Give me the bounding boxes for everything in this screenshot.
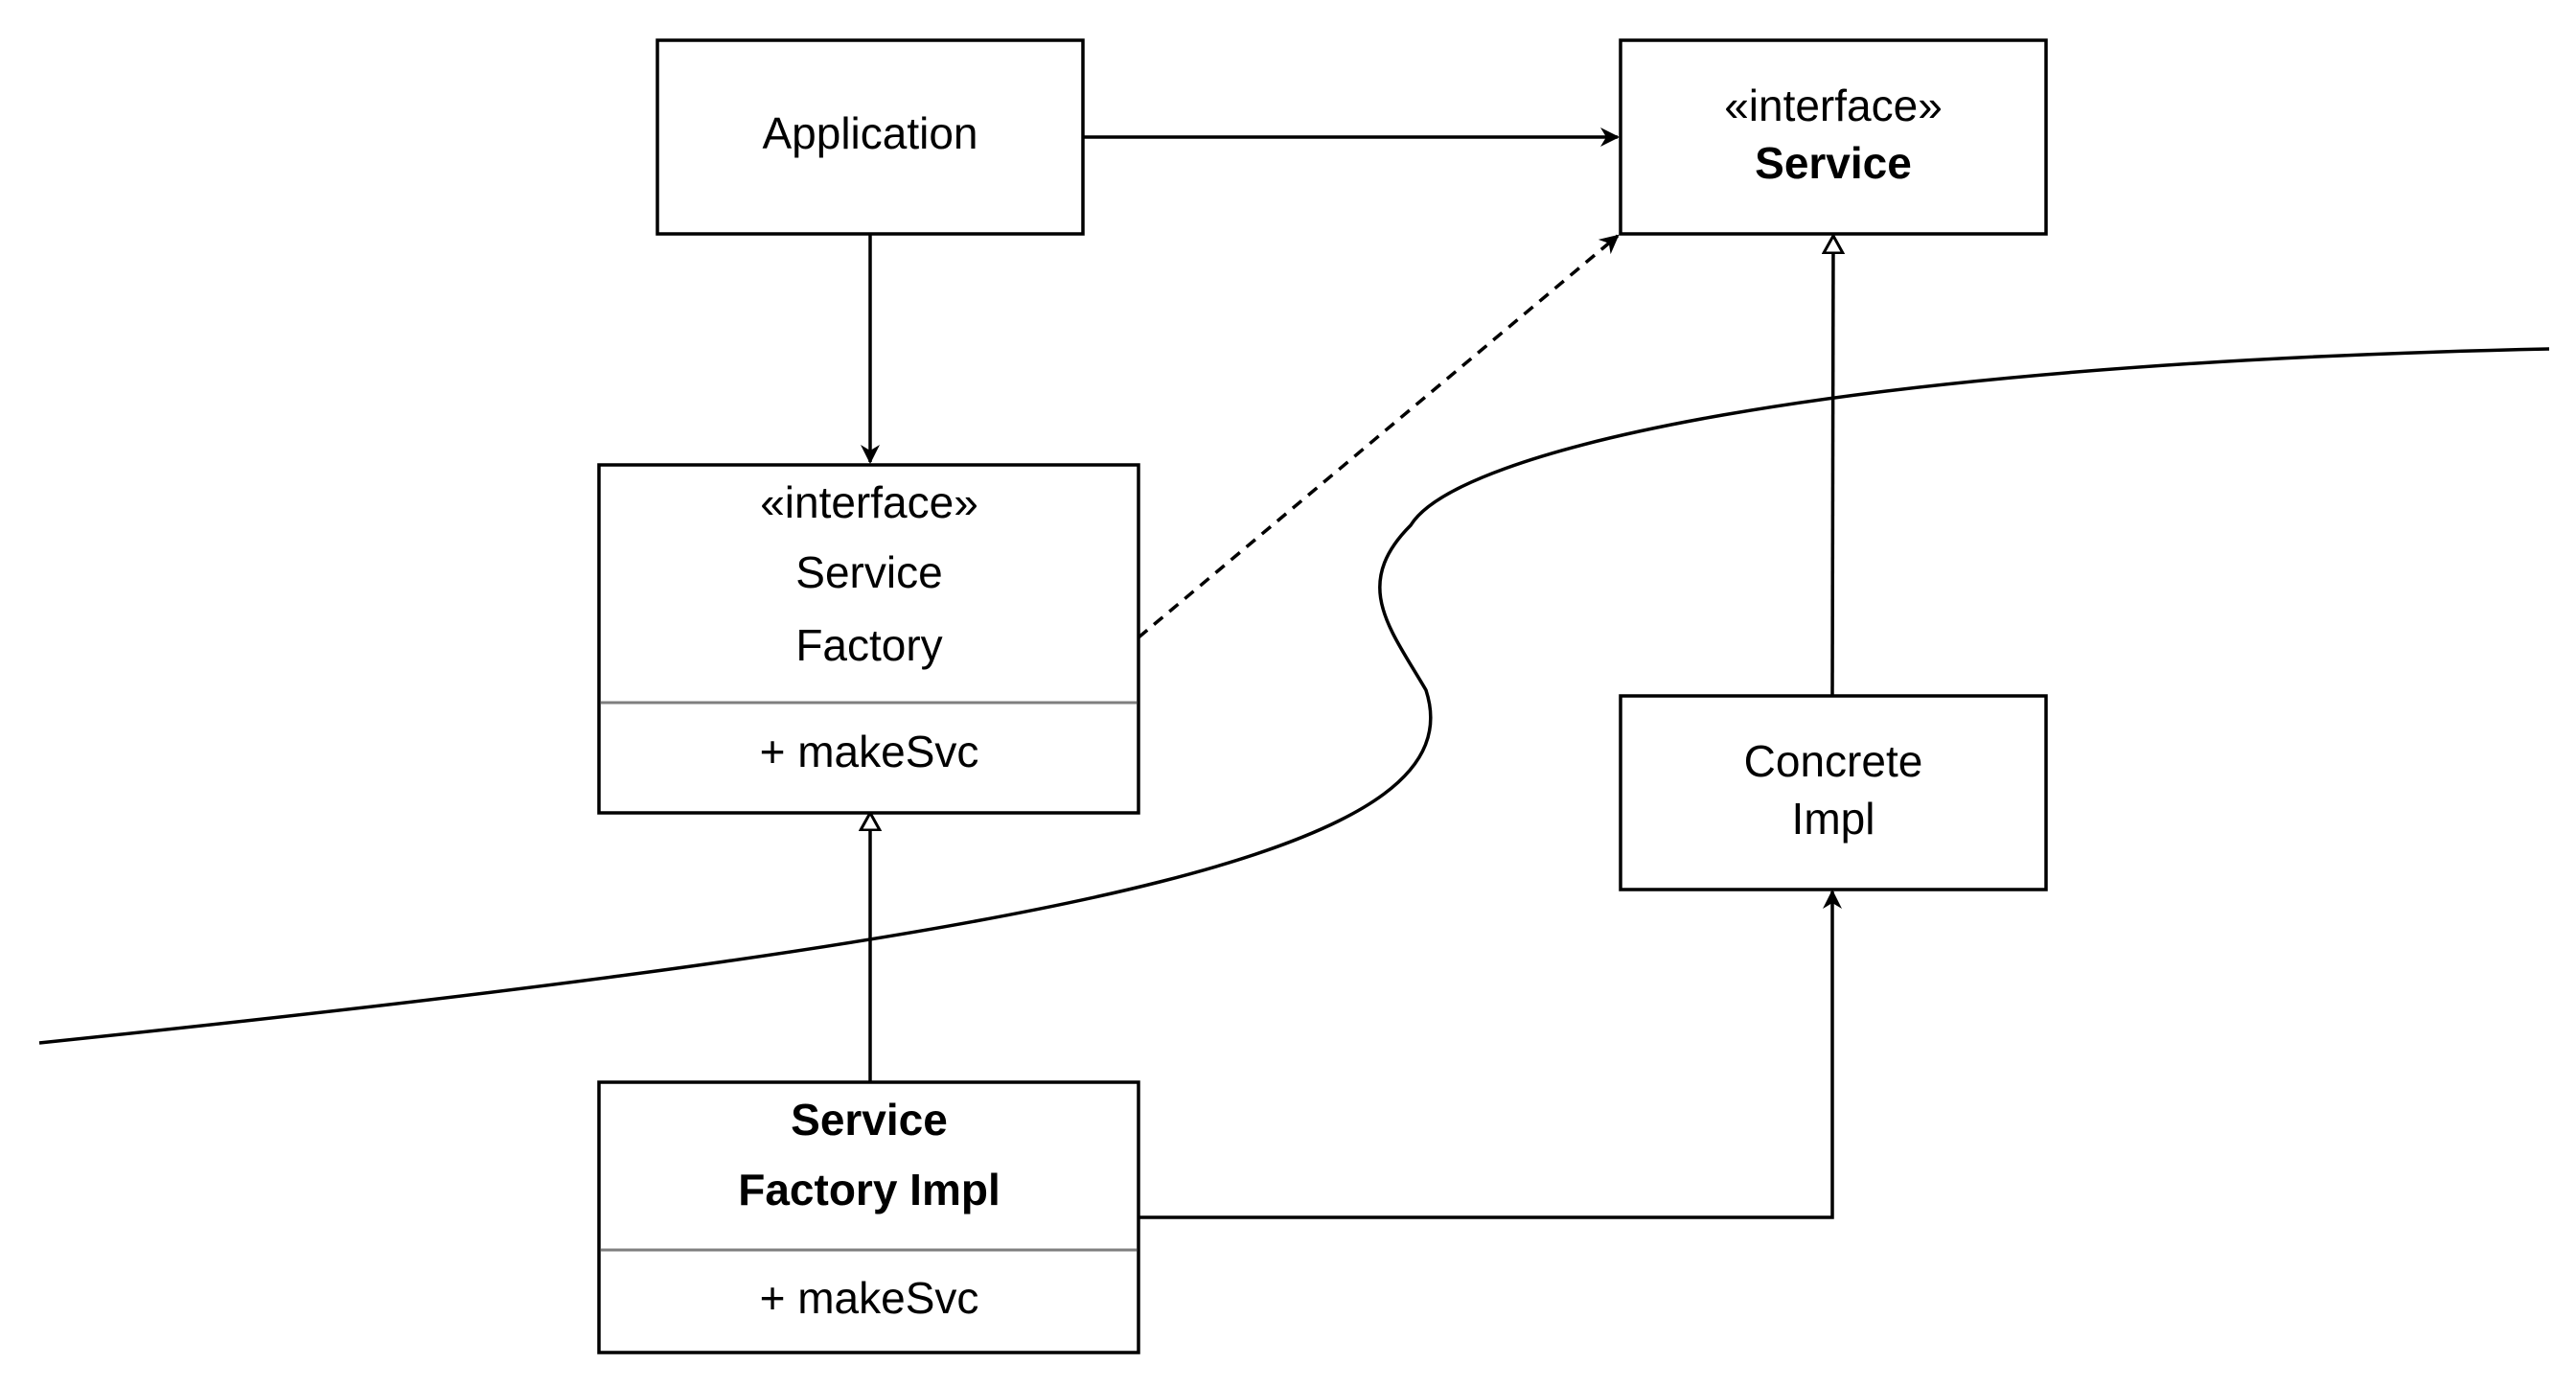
factory-impl-to-concrete-impl-association bbox=[1138, 890, 1842, 1219]
service-stereotype: «interface» bbox=[1724, 81, 1943, 130]
factory-to-service-dependency bbox=[1137, 234, 1620, 639]
connectors bbox=[870, 127, 1842, 1219]
service-factory-impl-name-line1: Service bbox=[791, 1095, 948, 1145]
service-factory-impl-operation: + makeSvc bbox=[760, 1273, 979, 1323]
service-factory-impl-name-line2: Factory Impl bbox=[738, 1165, 1000, 1214]
application-class-name: Application bbox=[762, 108, 978, 158]
service-interface-box[interactable]: «interface» Service bbox=[1619, 38, 2048, 236]
service-factory-interface-box[interactable]: «interface» Service Factory + makeSvc bbox=[597, 463, 1140, 815]
service-factory-impl-class-box[interactable]: Service Factory Impl + makeSvc bbox=[597, 1080, 1140, 1354]
concrete-impl-name-line1: Concrete bbox=[1744, 736, 1923, 786]
service-factory-stereotype: «interface» bbox=[760, 477, 978, 527]
concrete-impl-name-line2: Impl bbox=[1792, 794, 1875, 844]
application-class-box[interactable]: Application bbox=[656, 38, 1085, 236]
service-factory-name-line2: Factory bbox=[795, 620, 942, 670]
concrete-impl-to-service-realization bbox=[1832, 236, 1833, 697]
service-interface-name: Service bbox=[1755, 138, 1912, 188]
boundary-curve bbox=[38, 347, 2550, 1045]
service-factory-name-line1: Service bbox=[795, 547, 942, 597]
service-factory-operation: + makeSvc bbox=[760, 727, 979, 776]
concrete-impl-class-box[interactable]: Concrete Impl bbox=[1619, 694, 2048, 891]
